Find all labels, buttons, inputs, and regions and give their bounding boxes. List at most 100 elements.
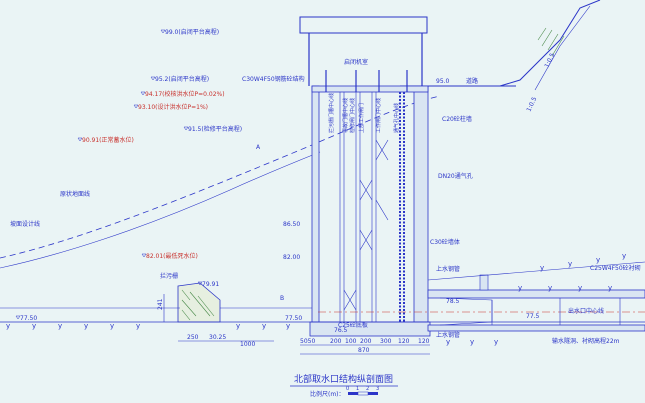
label-grade-mid: 1:0.5: [525, 96, 538, 113]
structure-labels: 启闭机室 C30W4F50钢筋砼结构 道路 C20砼柱墙 DN20通气孔 C30…: [10, 52, 641, 345]
svg-text:y: y: [596, 256, 600, 264]
label-c30: C30W4F50钢筋砼结构: [242, 75, 305, 83]
scale-label: 比例尺(m)：: [310, 390, 345, 398]
dim-120a: 120: [398, 338, 410, 345]
dim-200b: 200: [360, 338, 372, 345]
elev-95-0: 95.0: [436, 78, 450, 85]
tower-deck: [311, 85, 429, 93]
label-c20: C20砼柱墙: [442, 115, 472, 123]
trash-rack-hatch: [181, 289, 215, 321]
elev-77-5-right: 77.5: [526, 313, 540, 320]
tunnel-ribs: [491, 298, 621, 325]
elev-77-5-mid: 77.50: [285, 315, 302, 322]
elevation-triangles: [15, 29, 203, 320]
elev-90-91: 90.91(正常蓄水位): [82, 136, 134, 144]
elev-94-17: 94.17(校核洪水位P=0.02%): [145, 90, 225, 98]
label-gate5: 工作闸门中心线: [375, 98, 382, 133]
svg-text:y: y: [470, 338, 474, 346]
svg-text:y: y: [608, 284, 612, 292]
elev-76-5: 76.5: [334, 327, 348, 334]
svg-text:y: y: [286, 322, 290, 330]
label-slope-a: A: [256, 144, 261, 151]
svg-text:y: y: [136, 322, 140, 330]
gate-slots: [339, 92, 405, 322]
scale-bar: 0 1 2 3: [346, 386, 379, 396]
elev-79-91: 79.91: [202, 281, 219, 288]
tower-right-wall: [413, 85, 429, 323]
dim-30-25: 30.25: [209, 334, 226, 341]
tunnel-end-wall: [479, 274, 489, 291]
svg-text:y: y: [84, 322, 88, 330]
label-intake-center: 出水口中心线: [568, 307, 604, 315]
svg-text:y: y: [446, 338, 450, 346]
label-design-line: 坡面设计线: [10, 220, 40, 228]
scale-tick-2: 2: [366, 386, 369, 392]
elevation-labels: 99.0(启闭平台高程) 95.2(启闭平台高程) 94.17(校核洪水位P=0…: [20, 28, 540, 334]
svg-text:y: y: [518, 284, 522, 292]
svg-text:y: y: [236, 322, 240, 330]
label-upper-pipe: 上水钢管: [436, 265, 460, 273]
label-outlet-line: 输水隧洞、衬砌高程22m: [552, 337, 620, 345]
dim-870: 870: [358, 347, 370, 354]
elev-top: 99.0(启闭平台高程): [165, 28, 219, 36]
label-lower-pipe: 上水钢管: [436, 331, 460, 339]
dim-120b: 120: [418, 338, 430, 345]
bed-symbols: y y y y y y y y y y y y y y y y y y y y: [6, 252, 626, 346]
dim-5050: 5050: [300, 338, 315, 345]
svg-text:y: y: [622, 252, 626, 260]
elev-82-01: 82.01(最低死水位): [146, 252, 198, 260]
slope-design-line: [0, 151, 321, 269]
existing-ground-line: [0, 95, 441, 259]
slope-ground: [534, 5, 591, 91]
svg-text:y: y: [262, 322, 266, 330]
hoist-room-frame: [299, 16, 428, 34]
svg-text:y: y: [578, 284, 582, 292]
dim-100: 100: [345, 338, 357, 345]
elev-77-5-left: 77.50: [20, 315, 37, 322]
label-road: 道路: [466, 77, 478, 85]
label-excavation: 原状地面线: [60, 190, 90, 198]
slope-hatch: [537, 27, 565, 57]
elev-82-0: 82.00: [283, 254, 300, 261]
scale-tick-3: 3: [376, 386, 379, 392]
gate-line-labels: 拦污栅门槽中心线 事故门槽中心线 检修闸门中心线 上部工作闸门 工作闸门中心线 …: [328, 93, 400, 133]
svg-text:y: y: [58, 322, 62, 330]
svg-text:y: y: [110, 322, 114, 330]
outlet-tunnel-upper: [427, 289, 645, 299]
svg-text:y: y: [540, 264, 544, 272]
dim-241: 241: [157, 298, 164, 310]
elev-78-5: 78.5: [446, 298, 460, 305]
svg-text:y: y: [494, 338, 498, 346]
right-ground: [427, 261, 645, 281]
elev-91-5: 91.5(检修平台高程): [188, 125, 242, 133]
hillside-profile: [400, 0, 601, 87]
outlet-tunnel-lower: [427, 324, 645, 332]
label-gate3: 检修闸门中心线: [349, 98, 356, 133]
tower-left-wall: [311, 85, 320, 323]
tower-base-slab: [309, 321, 431, 337]
svg-text:y: y: [6, 322, 10, 330]
label-slope-b: B: [280, 295, 284, 302]
elev-95-2: 95.2(启闭平台高程): [155, 75, 209, 83]
label-c25-pipe: C25W4F50砼衬砌: [590, 264, 641, 272]
elev-86-5: 86.50: [283, 221, 300, 228]
label-gate2: 事故门槽中心线: [342, 98, 349, 133]
scale-tick-1: 1: [356, 386, 359, 392]
dimensions: 250 30.25 1000 241 5050 200 100 200 300 …: [157, 294, 430, 355]
label-gate4: 上部工作闸门: [358, 103, 365, 133]
drawing-title: 北部取水口结构纵剖面图: [294, 373, 393, 385]
dim-250: 250: [187, 334, 199, 341]
elev-93-10: 93.10(设计洪水位P=1%): [138, 103, 208, 111]
hoist-posts: [325, 70, 408, 92]
label-c25-bottom: C25砼底板: [338, 321, 368, 329]
svg-text:y: y: [32, 322, 36, 330]
dim-300: 300: [380, 338, 392, 345]
scale-tick-0: 0: [346, 386, 349, 392]
dim-200a: 200: [330, 338, 342, 345]
label-trash-rack: 拦污栅: [160, 272, 178, 280]
svg-text:y: y: [568, 260, 572, 268]
label-vent: DN20通气孔: [438, 172, 473, 180]
label-c30-mid: C30砼墙体: [430, 238, 460, 246]
label-gate1: 拦污栅门槽中心线: [328, 93, 335, 133]
